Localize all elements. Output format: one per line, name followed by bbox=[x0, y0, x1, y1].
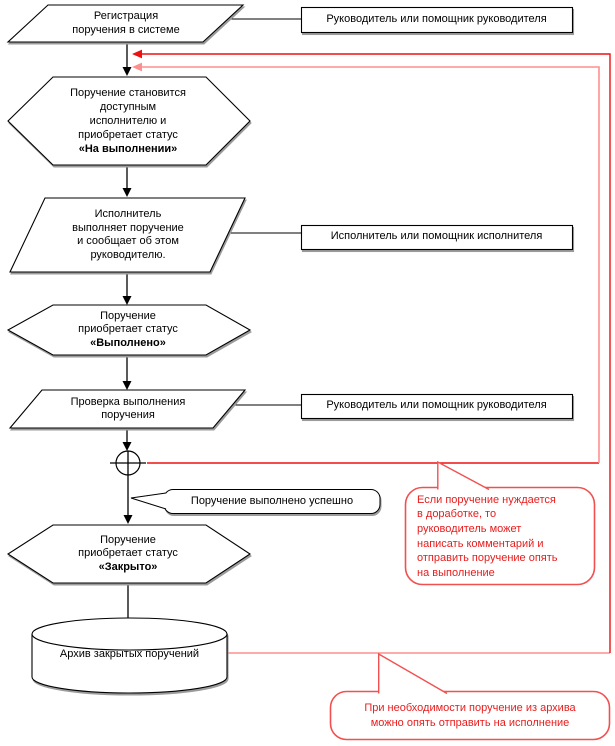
arrowhead-down-icon bbox=[122, 67, 132, 76]
success-callout-bubble bbox=[130, 489, 381, 514]
check-label: Проверка выполнения поручения bbox=[70, 395, 186, 422]
archive-callout-bubble bbox=[329, 652, 611, 741]
status-closed-label: Поручение приобретает статус «Закрыто» bbox=[78, 533, 178, 573]
feedback-line-inner bbox=[137, 66, 600, 463]
executor-performs-parallelogram bbox=[9, 197, 246, 273]
registration-parallelogram bbox=[6, 4, 245, 43]
archive-cylinder bbox=[31, 617, 228, 694]
archive-label: Архив закрытых поручений bbox=[59, 648, 200, 661]
actor-manager-top-box bbox=[300, 6, 574, 34]
rework-callout-label: Если поручение нуждается в доработке, то… bbox=[417, 493, 558, 579]
actor-executor-box bbox=[300, 224, 574, 251]
arrowhead-down-icon bbox=[122, 442, 132, 451]
junction-circle bbox=[110, 450, 146, 524]
check-parallelogram bbox=[8, 389, 247, 429]
arrowhead-down-icon bbox=[122, 188, 132, 197]
status-in-progress-label: Поручение становится доступным исполните… bbox=[70, 87, 186, 155]
actor-manager-top-label: Руководитель или помощник руководителя bbox=[326, 12, 547, 25]
status-done-hexagon bbox=[6, 304, 252, 356]
actor-executor-label: Исполнитель или помощник исполнителя bbox=[330, 230, 543, 243]
executor-performs-label: Исполнитель выполняет поручение и сообща… bbox=[72, 208, 184, 261]
flow-connectors bbox=[122, 42, 133, 630]
callout-pointer bbox=[130, 492, 167, 510]
rework-callout-bubble bbox=[404, 460, 596, 586]
actor-manager-mid-box bbox=[300, 393, 574, 420]
status-in-progress-hexagon bbox=[7, 76, 251, 166]
status-done-label: Поручение приобретает статус «Выполнено» bbox=[78, 309, 178, 349]
callout-pointer bbox=[378, 652, 448, 695]
registration-label: Регистрация поручения в системе bbox=[72, 10, 180, 36]
callout-pointer bbox=[437, 460, 490, 491]
status-closed-hexagon bbox=[6, 524, 251, 584]
success-callout-label: Поручение выполнено успешно bbox=[190, 494, 354, 507]
arrowhead-down-icon bbox=[122, 296, 132, 305]
arrowhead-left-icon bbox=[132, 49, 142, 59]
archive-callout-label: При необходимости поручение из архива мо… bbox=[364, 702, 576, 729]
feedback-line-outer bbox=[137, 53, 611, 653]
arrowhead-down-icon bbox=[122, 381, 132, 390]
arrowhead-down-icon bbox=[123, 515, 133, 524]
actor-manager-mid-label: Руководитель или помощник руководителя bbox=[326, 399, 547, 412]
arrowhead-left-icon bbox=[132, 62, 142, 72]
